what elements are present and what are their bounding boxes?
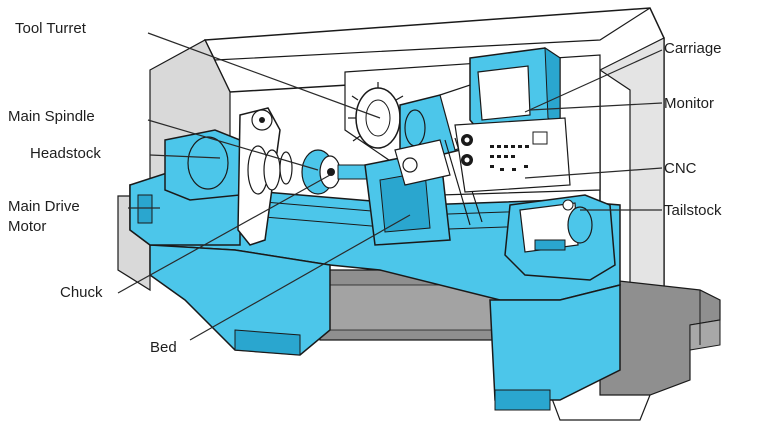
label-bed: Bed [150,339,177,356]
label-chuck: Chuck [60,284,103,301]
label-carriage: Carriage [664,40,722,57]
label-main-drive-motor-line1: Main Drive [8,198,80,215]
headstock-assembly [129,107,379,246]
label-tailstock: Tailstock [664,202,722,219]
leader-cnc [524,167,663,179]
leader-carriage [524,49,663,113]
label-monitor: Monitor [664,95,715,112]
cnc-control-panel [454,47,571,193]
tailstock-assembly [504,194,616,281]
label-headstock: Headstock [30,145,101,162]
label-tool-turret: Tool Turret [15,20,86,37]
leader-lines [117,32,663,341]
leader-tool-turret [147,32,381,119]
label-main-drive-motor-line2: Motor [8,218,47,235]
label-cnc: CNC [664,160,697,177]
leader-monitor [529,102,663,111]
leader-headstock [149,154,221,159]
leader-main-spindle [147,119,319,171]
leader-chuck [117,174,331,294]
label-main-spindle: Main Spindle [8,108,95,125]
leader-bed [189,214,411,341]
